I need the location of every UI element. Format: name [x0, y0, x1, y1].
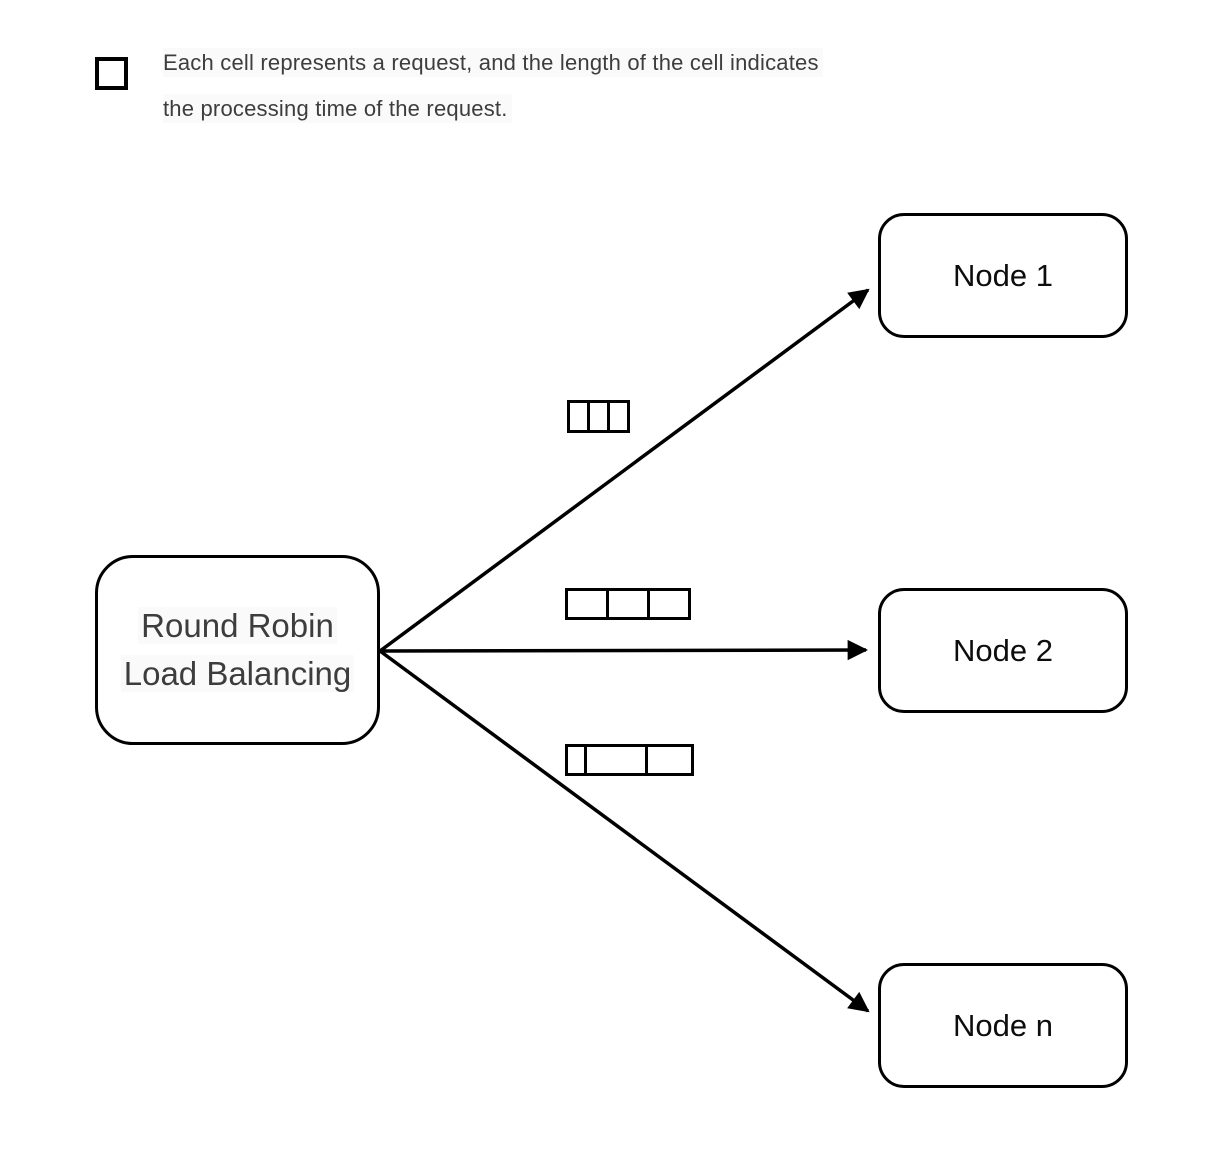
node-1-box: Node 1: [878, 213, 1128, 338]
request-strip-node-2: [565, 588, 691, 620]
request-cell: [568, 591, 606, 617]
round-robin-load-balancer-box: Round Robin Load Balancing: [95, 555, 380, 745]
request-cell: [570, 403, 587, 430]
request-cell: [568, 747, 584, 773]
request-cell: [610, 403, 627, 430]
request-cell: [650, 591, 688, 617]
legend-line-2: the processing time of the request.: [163, 94, 512, 123]
request-cell: [648, 747, 691, 773]
request-strip-node-n: [565, 744, 694, 776]
cell-square-icon: [95, 57, 128, 90]
request-strip-node-1: [567, 400, 630, 433]
arrow-to-node-2: [379, 639, 869, 661]
legend-text: Each cell represents a request, and the …: [163, 40, 963, 132]
round-robin-load-balancer-label: Round Robin Load Balancing: [120, 602, 355, 698]
request-cell: [609, 591, 647, 617]
request-cell: [590, 403, 607, 430]
legend-line-1: Each cell represents a request, and the …: [163, 48, 823, 77]
arrow-to-node-1: [378, 288, 870, 653]
node-2-label: Node 2: [953, 632, 1053, 668]
node-1-label: Node 1: [953, 257, 1053, 293]
node-n-box: Node n: [878, 963, 1128, 1088]
arrow-to-node-n: [378, 649, 870, 1013]
node-n-label: Node n: [953, 1007, 1053, 1043]
node-2-box: Node 2: [878, 588, 1128, 713]
request-cell: [587, 747, 645, 773]
